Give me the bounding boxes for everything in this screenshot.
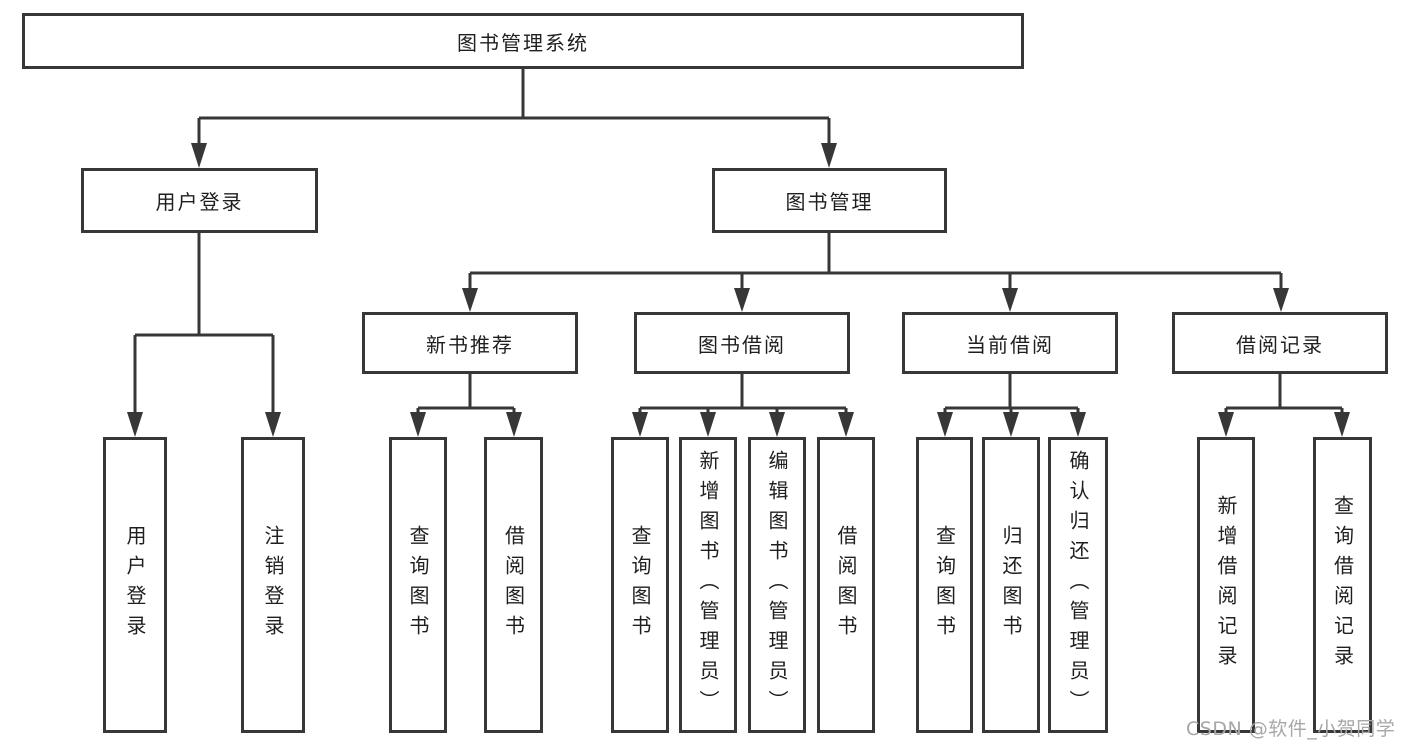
leaf-query-books-current: 查询图书 — [916, 437, 973, 733]
node-book-borrowing: 图书借阅 — [634, 312, 850, 374]
node-book-management-branch: 图书管理 — [712, 168, 947, 233]
leaf-edit-books-admin: 编辑图书（管理员） — [748, 437, 806, 733]
node-borrowing-records: 借阅记录 — [1172, 312, 1388, 374]
leaf-add-borrow-record: 新增借阅记录 — [1197, 437, 1255, 733]
leaf-borrow-books-recommend: 借阅图书 — [484, 437, 543, 733]
csdn-watermark: CSDN @软件_小贺同学 — [1186, 718, 1396, 740]
leaf-confirm-return-admin: 确认归还（管理员） — [1048, 437, 1108, 733]
leaf-logout: 注销登录 — [241, 437, 305, 733]
leaf-add-books-admin: 新增图书（管理员） — [679, 437, 737, 733]
node-new-book-recommendation: 新书推荐 — [362, 312, 578, 374]
node-current-borrowing: 当前借阅 — [902, 312, 1118, 374]
leaf-query-books-borrowing: 查询图书 — [611, 437, 669, 733]
leaf-user-login: 用户登录 — [103, 437, 167, 733]
leaf-return-books: 归还图书 — [982, 437, 1040, 733]
node-library-system: 图书管理系统 — [22, 13, 1024, 69]
leaf-query-borrow-record: 查询借阅记录 — [1313, 437, 1372, 733]
leaf-borrow-books-borrowing: 借阅图书 — [817, 437, 875, 733]
node-user-login-branch: 用户登录 — [81, 168, 318, 233]
leaf-query-books-recommend: 查询图书 — [389, 437, 447, 733]
